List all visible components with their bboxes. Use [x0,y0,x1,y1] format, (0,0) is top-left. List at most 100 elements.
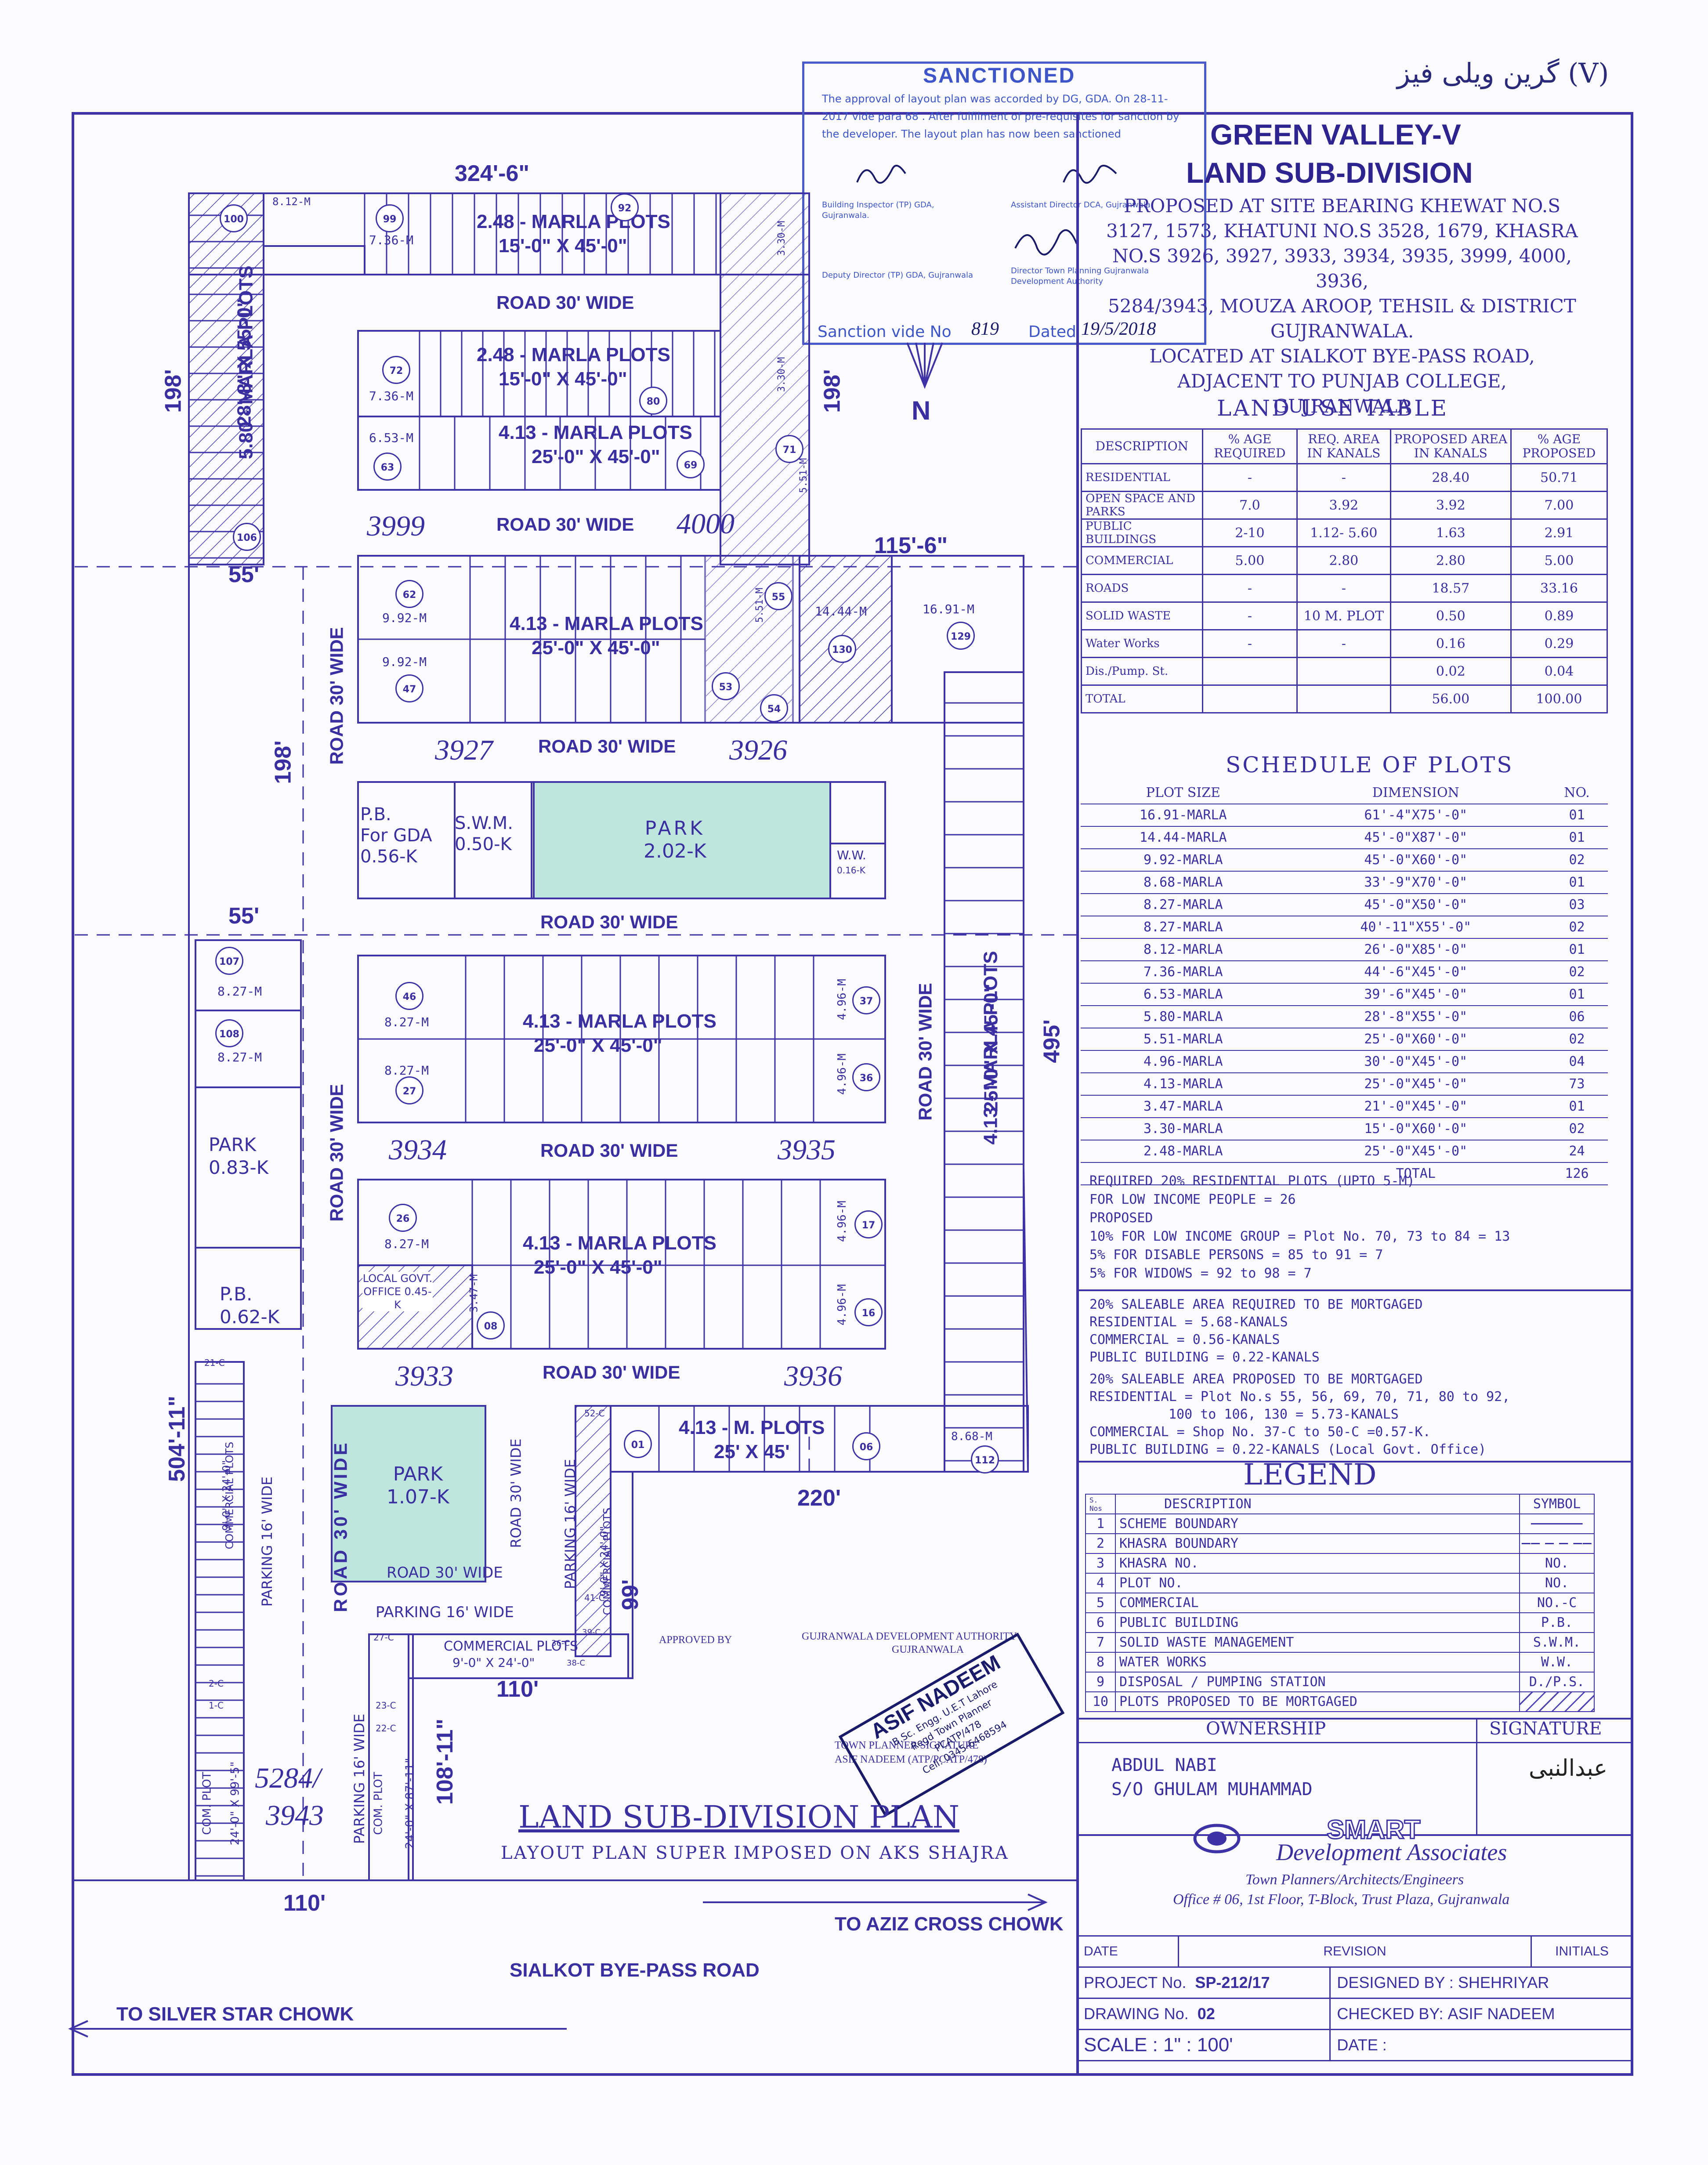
plot-size: 4.96-M [835,1201,849,1242]
dim-left-mid: 198' [270,740,296,784]
road-label: ROAD 30' WIDE [543,1362,680,1383]
desc-line: NO.S 3926, 3927, 3933, 3934, 3935, 3999,… [1112,245,1572,292]
note-line: 5% FOR DISABLE PERSONS = 85 to 91 = 7 [1089,1247,1383,1263]
desc-line: 3127, 1573, KHATUNI NO.S 3528, 1679, KHA… [1106,220,1578,242]
plot-no: 46 [395,982,423,1010]
amenity-label: P.B. [220,1283,253,1305]
legend-sno: 9 [1085,1672,1116,1692]
land-use-value [1201,657,1298,686]
tb-scale-label: SCALE : [1084,2034,1158,2056]
plot-no: 92 [611,193,639,221]
dim-right-top: 198' [819,369,845,413]
schedule-dimension: 28'-8"X55'-0" [1285,1006,1546,1028]
firm-name-2: Development Associates [1276,1839,1507,1865]
plan-title: LAND SUB-DIVISION PLAN [518,1799,959,1835]
comm-no: 39-C [582,1628,601,1637]
plot-no: 100 [220,204,248,232]
legend-title: LEGEND [1243,1458,1377,1492]
town-planner-label: TOWN PLANNER SIGNATURE [835,1740,979,1751]
schedule-plot-size: 8.12-MARLA [1081,938,1286,961]
schedule-dimension: 45'-0"X50'-0" [1285,894,1546,916]
note-line: 5% FOR WIDOWS = 92 to 98 = 7 [1089,1266,1312,1281]
land-use-value: 2.91 [1510,518,1608,547]
public-building-gda: P.B. For GDA 0.56-K [360,804,432,867]
legend-symbol [1519,1533,1595,1554]
plot-no: 129 [947,622,975,650]
road-label-vertical: ROAD 30' WIDE [915,983,936,1121]
comm-no: 23-C [376,1700,396,1711]
tb-date-label: DATE [1076,1935,1179,1968]
schedule-dimension: 15'-0"X60'-0" [1285,1118,1546,1140]
schedule-dimension: 39'-6"X45'-0" [1285,983,1546,1006]
divider [1076,1742,1633,1743]
khasra-no: 5284/ [255,1762,321,1794]
tb-scale: 1" : 100' [1163,2034,1233,2056]
dim-99: 99' [618,1579,644,1611]
land-use-value: 18.57 [1390,574,1512,603]
schedule-plot-size: 5.80-MARLA [1081,1006,1286,1028]
amenity-area: 0.62-K [220,1306,280,1328]
note-line: RESIDENTIAL = 5.68-KANALS [1089,1314,1288,1330]
schedule-header: PLOT SIZE DIMENSION NO. [1081,782,1608,804]
land-use-value: 10 M. PLOT [1296,601,1391,630]
legend-col-sno: S. Nos [1085,1494,1116,1514]
land-use-value [1296,657,1391,686]
schedule-dimension: 30'-0"X45'-0" [1285,1050,1546,1073]
plot-size: 8.27-M [384,1063,429,1078]
schedule-count: 01 [1546,826,1608,849]
block-dim: 25'-0" X 45'-0" [534,1035,662,1056]
land-use-value: - [1201,601,1298,630]
legend-sno: 10 [1085,1691,1116,1712]
schedule-dimension: 33'-9"X70'-0" [1285,871,1546,894]
plot-size: 8.27-M [217,984,262,999]
land-use-value: 100.00 [1510,684,1608,713]
dim-220: 220' [797,1485,841,1511]
schedule-count: 04 [1546,1050,1608,1073]
tb-designed-label: DESIGNED BY : [1337,1973,1454,1991]
amenity-label: For GDA [360,825,432,846]
plot-size: 3.30-M [776,221,788,256]
plot-no: 107 [215,947,243,975]
north-label: N [912,396,931,425]
plot-size: 6.53-M [369,431,414,445]
legend-symbol [1519,1691,1595,1712]
com-plot-label: COM. PLOT [372,1772,385,1835]
dim-top: 324'-6" [455,161,530,186]
schedule-dimension: 61'-4"X75'-0" [1285,804,1546,827]
sanction-label: Sanction vide No [818,323,952,341]
plot-size: 14.44-M [815,604,867,619]
tb-designed-by: SHEHRIYAR [1458,1973,1549,1991]
divider [1076,1289,1633,1291]
land-use-value: 1.63 [1390,518,1512,547]
to-aziz-chowk: TO AZIZ CROSS CHOWK [835,1913,1064,1935]
urdu-corner-note: گرین ویلی فیز (V) [1397,57,1609,89]
desc-line: GUJRANWALA [1273,395,1411,417]
plot-size: 3.47-M [467,1274,480,1313]
block-dim: 25'-0" X 45'-0" [532,637,660,659]
owner-name: ABDUL NABI [1111,1755,1217,1775]
land-use-description: ROADS [1081,574,1203,603]
legend-sno: 5 [1085,1593,1116,1613]
schedule-count: 01 [1546,938,1608,961]
land-use-value: 33.16 [1510,574,1608,603]
legend-description: WATER WORKS [1115,1652,1520,1673]
scheme-title: GREEN VALLEY-V [1210,118,1461,151]
schedule-plot-size: 9.92-MARLA [1081,849,1286,872]
schedule-dimension: 25'-0"X45'-0" [1285,1073,1546,1096]
amenity-label: S.W.M. [455,813,514,833]
schedule-count: 02 [1546,849,1608,872]
note-line: COMMERCIAL = Shop No. 37-C to 50-C =0.57… [1089,1424,1431,1440]
block-dim: 25' X 45' [714,1441,790,1463]
parking-label: PARKING 16' WIDE [259,1476,276,1607]
plot-no: 53 [712,672,740,700]
land-use-description: RESIDENTIAL [1081,463,1203,492]
dim-115: 115'-6" [874,533,948,558]
schedule-count: 02 [1546,1118,1608,1140]
